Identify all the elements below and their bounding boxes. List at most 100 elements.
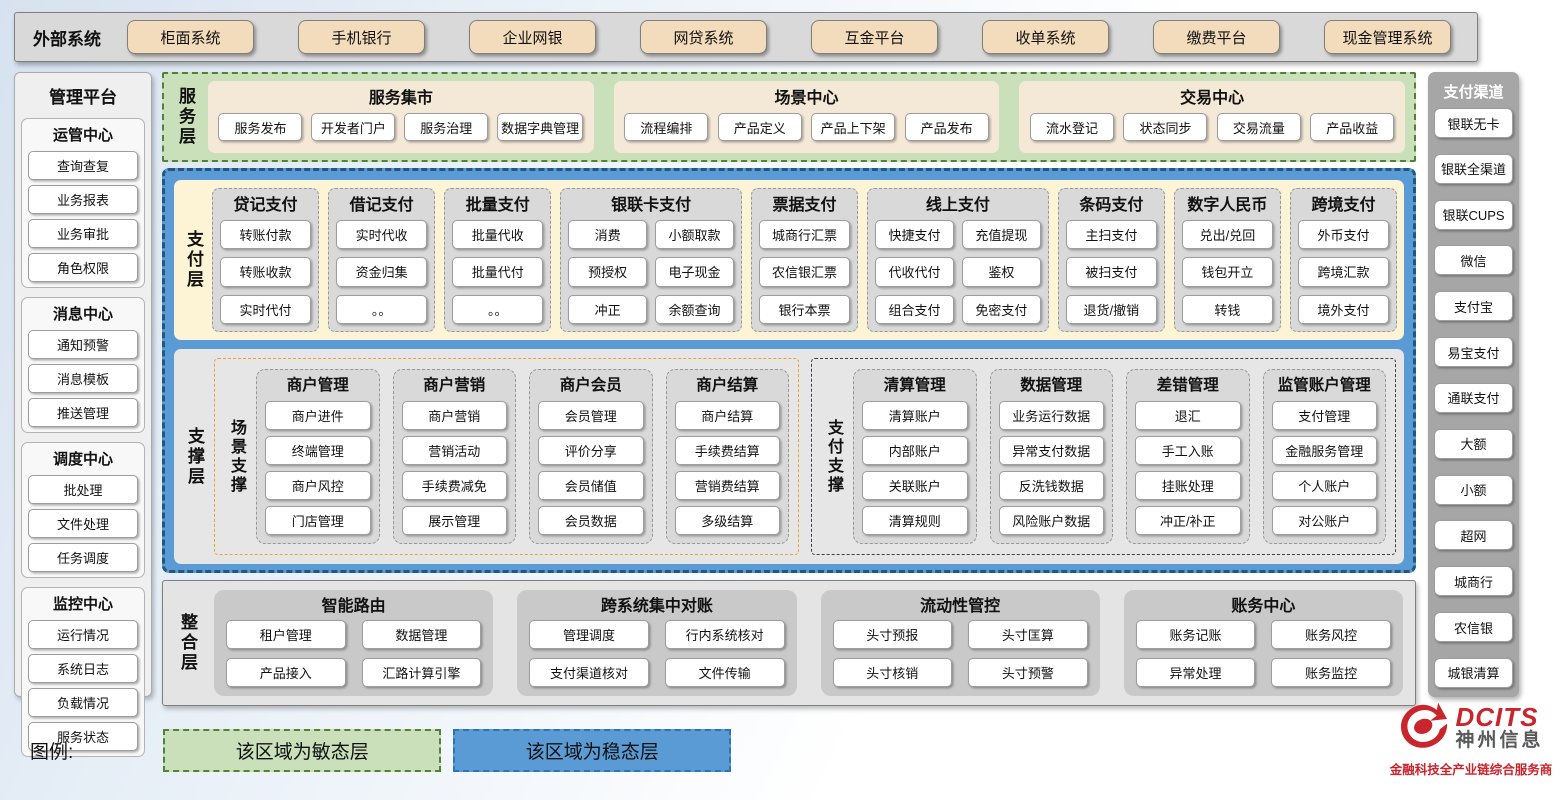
- external-system-button[interactable]: 收单系统: [982, 20, 1109, 54]
- payment-item-button[interactable]: 小额取款: [655, 220, 734, 250]
- integration-item-button[interactable]: 头寸匡算: [968, 620, 1088, 649]
- support-item-button[interactable]: 挂账处理: [1135, 471, 1241, 500]
- payment-item-button[interactable]: 代收代付: [875, 257, 954, 287]
- payment-item-button[interactable]: 跨境汇款: [1297, 257, 1390, 287]
- payment-item-button[interactable]: 鉴权: [961, 257, 1041, 287]
- external-system-button[interactable]: 网贷系统: [640, 20, 767, 54]
- service-item-button[interactable]: 服务发布: [218, 113, 303, 141]
- integration-item-button[interactable]: 汇路计算引擎: [361, 658, 482, 687]
- payment-item-button[interactable]: 境外支付: [1297, 294, 1390, 324]
- external-system-button[interactable]: 柜面系统: [127, 20, 254, 54]
- support-item-button[interactable]: 冲正/补正: [1135, 506, 1241, 535]
- service-item-button[interactable]: 产品上下架: [811, 113, 896, 141]
- payment-item-button[interactable]: 消费: [568, 220, 648, 250]
- payment-channel-button[interactable]: 易宝支付: [1434, 337, 1513, 368]
- integration-item-button[interactable]: 账务监控: [1271, 658, 1391, 687]
- payment-item-button[interactable]: 钱包开立: [1181, 257, 1273, 287]
- support-item-button[interactable]: 多级结算: [674, 506, 780, 535]
- integration-item-button[interactable]: 支付渠道核对: [529, 658, 649, 687]
- management-item-button[interactable]: 业务报表: [28, 185, 138, 214]
- payment-item-button[interactable]: 实时代收: [336, 220, 428, 250]
- external-system-button[interactable]: 缴费平台: [1153, 20, 1280, 54]
- integration-item-button[interactable]: 文件传输: [664, 658, 785, 687]
- service-item-button[interactable]: 流程编排: [624, 113, 709, 141]
- payment-item-button[interactable]: 转账付款: [220, 220, 312, 250]
- service-item-button[interactable]: 流水登记: [1030, 113, 1115, 141]
- support-item-button[interactable]: 金融服务管理: [1271, 436, 1377, 465]
- support-item-button[interactable]: 商户风控: [265, 471, 371, 500]
- support-item-button[interactable]: 手工入账: [1135, 436, 1241, 465]
- payment-channel-button[interactable]: 超网: [1434, 520, 1513, 551]
- management-item-button[interactable]: 任务调度: [28, 543, 138, 572]
- management-item-button[interactable]: 业务审批: [28, 219, 138, 248]
- payment-channel-button[interactable]: 银联全渠道: [1434, 153, 1513, 184]
- support-item-button[interactable]: 关联账户: [862, 471, 968, 500]
- payment-item-button[interactable]: 电子现金: [655, 257, 734, 287]
- payment-item-button[interactable]: 免密支付: [961, 294, 1041, 324]
- service-item-button[interactable]: 产品收益: [1310, 113, 1395, 141]
- support-item-button[interactable]: 异常支付数据: [998, 436, 1104, 465]
- external-system-button[interactable]: 手机银行: [298, 20, 425, 54]
- payment-channel-button[interactable]: 银联CUPS: [1434, 199, 1513, 230]
- support-item-button[interactable]: 个人账户: [1271, 471, 1377, 500]
- payment-item-button[interactable]: 被扫支付: [1065, 257, 1157, 287]
- service-item-button[interactable]: 产品发布: [904, 113, 989, 141]
- payment-item-button[interactable]: 。。: [336, 294, 428, 324]
- support-item-button[interactable]: 展示管理: [401, 506, 507, 535]
- external-system-button[interactable]: 企业网银: [469, 20, 596, 54]
- support-item-button[interactable]: 商户营销: [401, 401, 507, 430]
- management-item-button[interactable]: 文件处理: [28, 509, 138, 538]
- payment-channel-button[interactable]: 大额: [1434, 428, 1513, 459]
- payment-channel-button[interactable]: 小额: [1434, 474, 1513, 505]
- support-item-button[interactable]: 评价分享: [538, 436, 644, 465]
- management-item-button[interactable]: 角色权限: [28, 253, 138, 282]
- management-item-button[interactable]: 负载情况: [28, 688, 138, 717]
- support-item-button[interactable]: 商户结算: [674, 401, 780, 430]
- management-item-button[interactable]: 运行情况: [28, 620, 138, 649]
- payment-item-button[interactable]: 转账收款: [220, 257, 312, 287]
- payment-item-button[interactable]: 。。: [452, 294, 544, 324]
- integration-item-button[interactable]: 租户管理: [226, 620, 346, 649]
- management-item-button[interactable]: 消息模板: [28, 364, 138, 393]
- support-item-button[interactable]: 终端管理: [265, 436, 371, 465]
- payment-channel-button[interactable]: 支付宝: [1434, 291, 1513, 322]
- integration-item-button[interactable]: 产品接入: [226, 658, 346, 687]
- service-item-button[interactable]: 开发者门户: [311, 113, 396, 141]
- integration-item-button[interactable]: 头寸核销: [832, 658, 953, 687]
- integration-item-button[interactable]: 数据管理: [361, 620, 482, 649]
- external-system-button[interactable]: 互金平台: [811, 20, 938, 54]
- support-item-button[interactable]: 对公账户: [1271, 506, 1377, 535]
- support-item-button[interactable]: 反洗钱数据: [998, 471, 1104, 500]
- support-item-button[interactable]: 清算账户: [862, 401, 968, 430]
- service-item-button[interactable]: 服务治理: [404, 113, 489, 141]
- payment-item-button[interactable]: 充值提现: [961, 220, 1041, 250]
- support-item-button[interactable]: 会员管理: [538, 401, 644, 430]
- payment-item-button[interactable]: 批量代付: [452, 257, 544, 287]
- management-item-button[interactable]: 查询查复: [28, 151, 138, 180]
- support-item-button[interactable]: 营销活动: [401, 436, 507, 465]
- payment-channel-button[interactable]: 农信银: [1434, 612, 1513, 643]
- payment-channel-button[interactable]: 银联无卡: [1434, 108, 1513, 138]
- payment-item-button[interactable]: 退货/撤销: [1065, 294, 1157, 324]
- payment-item-button[interactable]: 银行本票: [758, 294, 851, 324]
- integration-item-button[interactable]: 头寸预警: [968, 658, 1088, 687]
- support-item-button[interactable]: 手续费结算: [674, 436, 780, 465]
- payment-channel-button[interactable]: 城银清算: [1434, 657, 1513, 688]
- payment-channel-button[interactable]: 微信: [1434, 245, 1513, 276]
- service-item-button[interactable]: 数据字典管理: [497, 113, 584, 141]
- support-item-button[interactable]: 手续费减免: [401, 471, 507, 500]
- payment-item-button[interactable]: 转钱: [1181, 294, 1273, 324]
- integration-item-button[interactable]: 账务记账: [1135, 620, 1256, 649]
- payment-channel-button[interactable]: 通联支付: [1434, 382, 1513, 413]
- support-item-button[interactable]: 门店管理: [265, 506, 371, 535]
- support-item-button[interactable]: 会员储值: [538, 471, 644, 500]
- support-item-button[interactable]: 清算规则: [862, 506, 968, 535]
- payment-item-button[interactable]: 快捷支付: [875, 220, 954, 250]
- payment-item-button[interactable]: 外币支付: [1297, 220, 1390, 250]
- payment-item-button[interactable]: 主扫支付: [1065, 220, 1157, 250]
- integration-item-button[interactable]: 管理调度: [529, 620, 649, 649]
- integration-item-button[interactable]: 异常处理: [1135, 658, 1256, 687]
- payment-item-button[interactable]: 余额查询: [655, 294, 734, 324]
- payment-item-button[interactable]: 农信银汇票: [758, 257, 851, 287]
- external-system-button[interactable]: 现金管理系统: [1324, 20, 1451, 54]
